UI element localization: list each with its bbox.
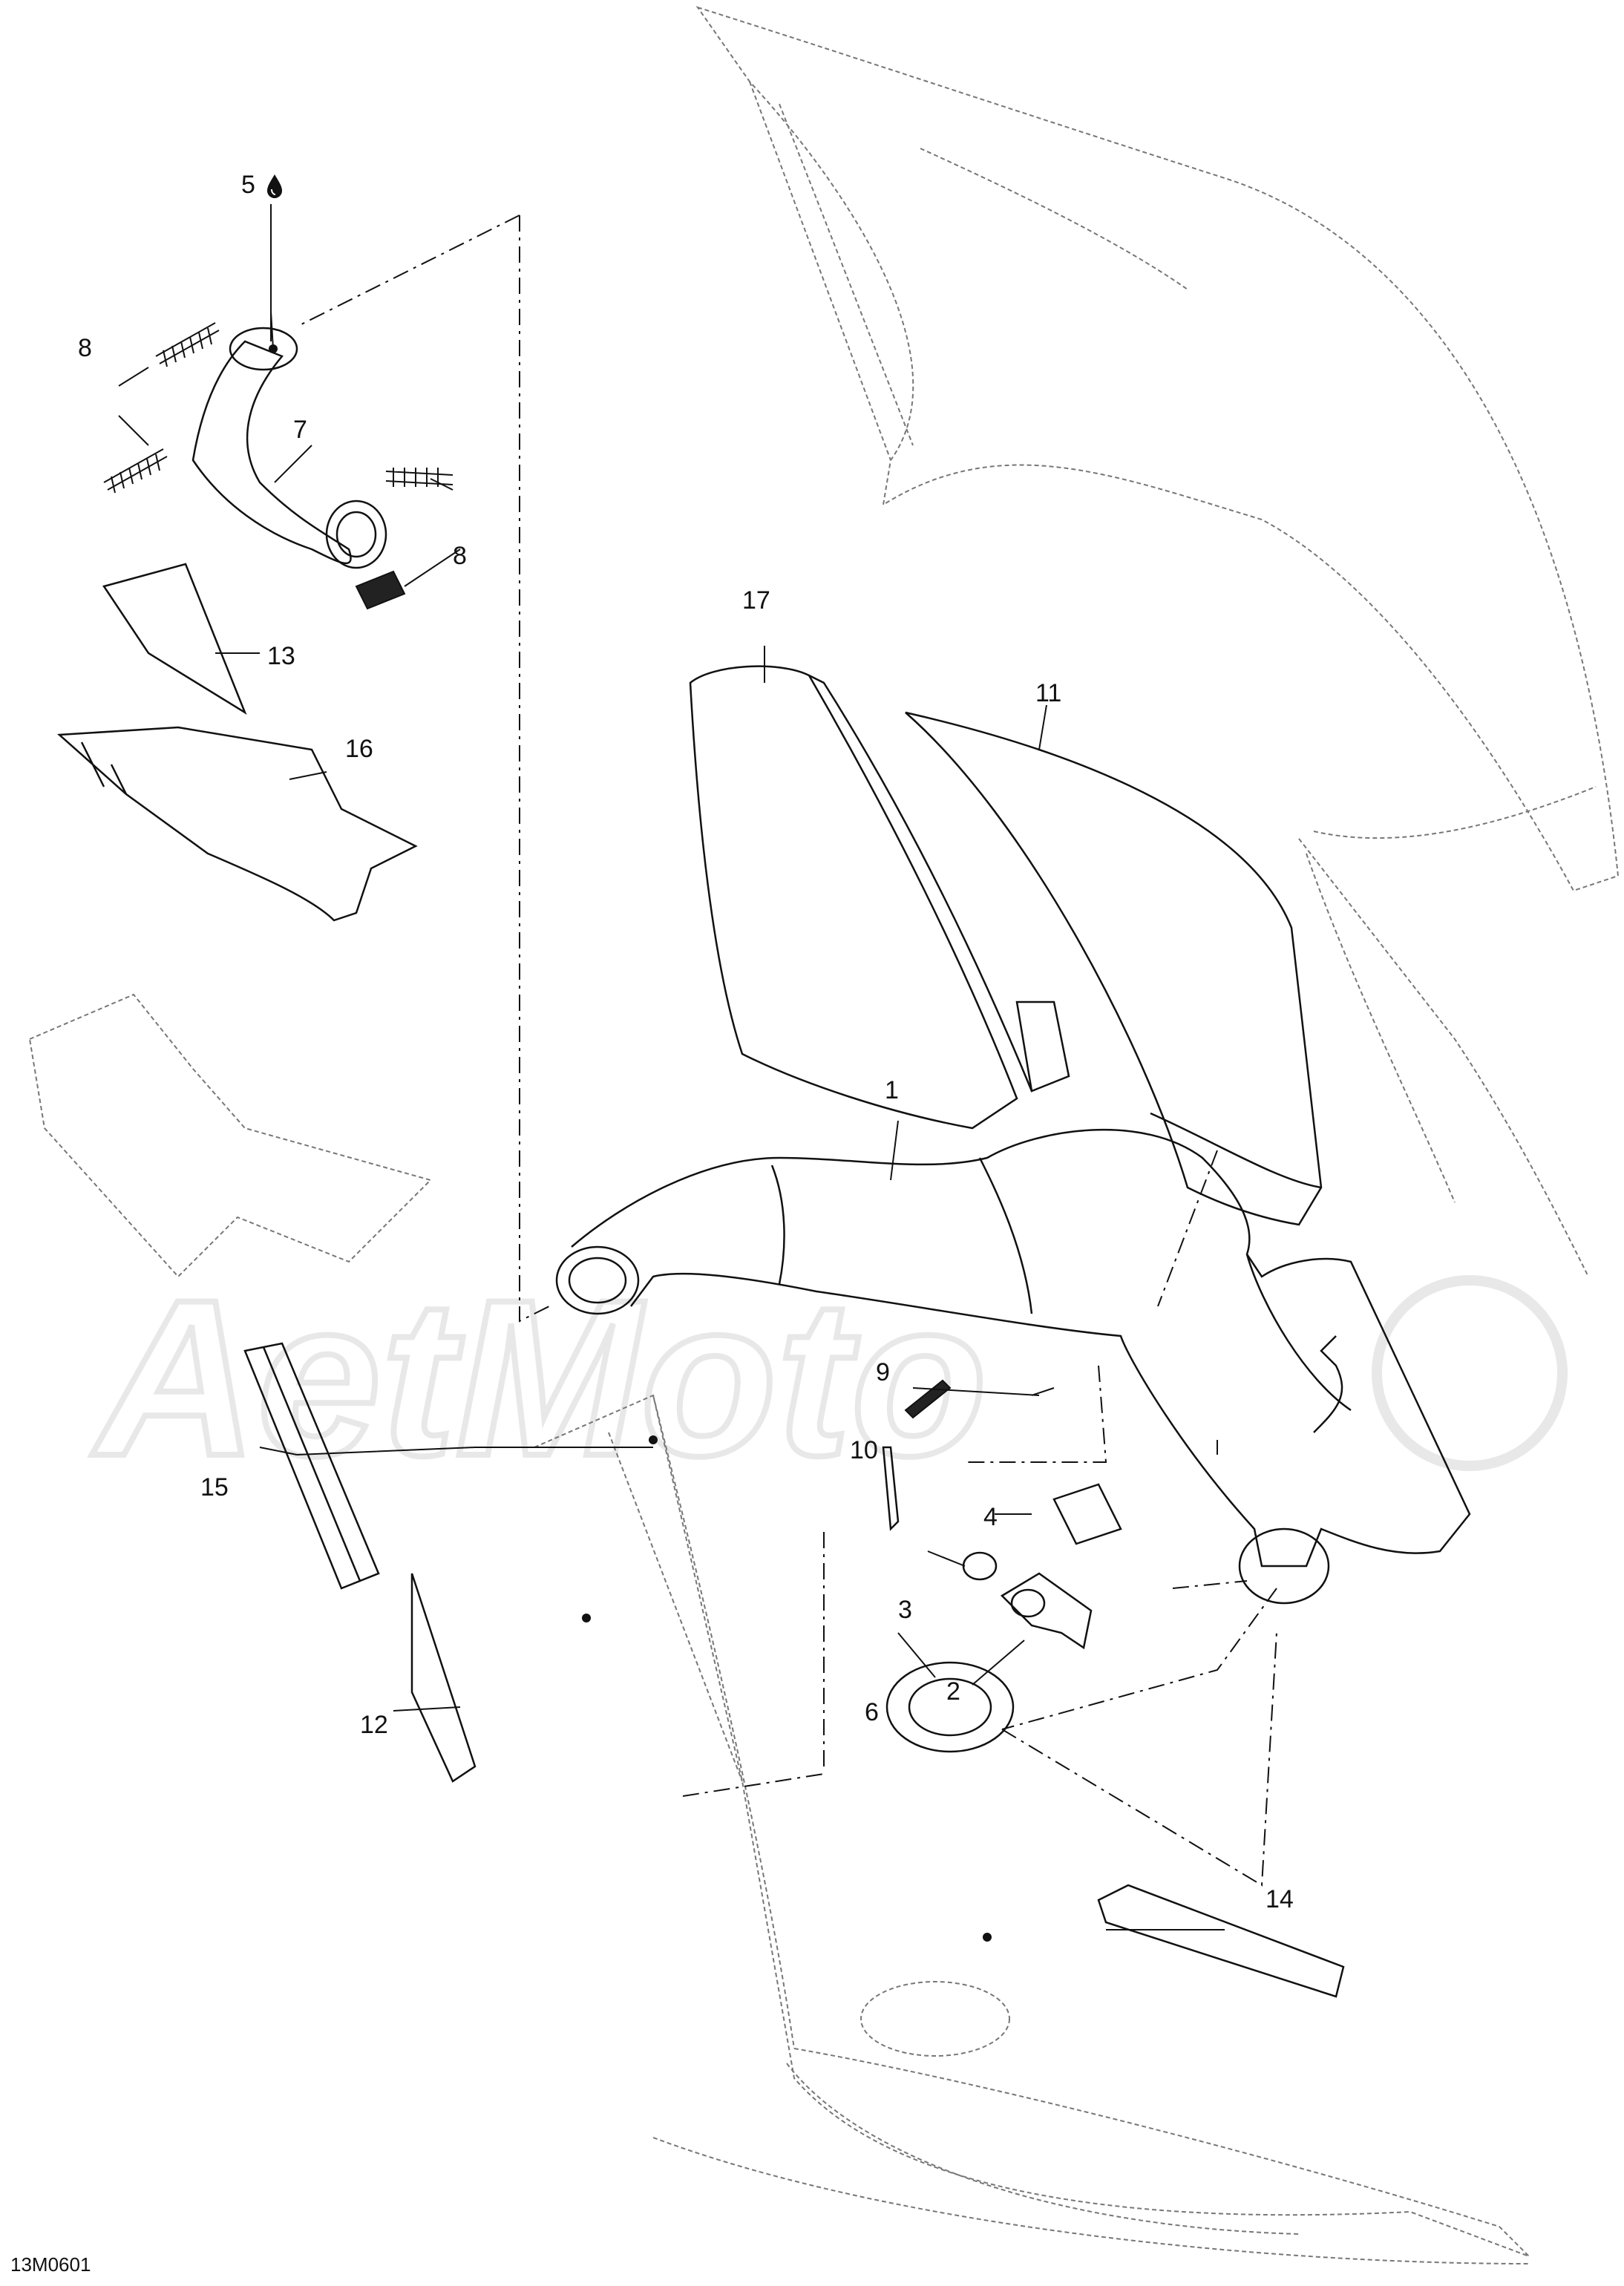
callout-4[interactable]: 4 xyxy=(983,1503,998,1531)
heat-shield-11[interactable] xyxy=(905,711,1323,1226)
callout-15[interactable]: 15 xyxy=(200,1473,229,1501)
callout-2[interactable]: 2 xyxy=(946,1677,960,1706)
callout-9[interactable]: 9 xyxy=(876,1358,890,1386)
oil-drop-icon xyxy=(267,174,282,198)
grommets-3[interactable] xyxy=(962,1551,1046,1618)
callout-dots xyxy=(269,344,992,1942)
callout-11[interactable]: 11 xyxy=(1035,679,1061,707)
plate-12[interactable] xyxy=(410,1573,477,1783)
callout-7[interactable]: 7 xyxy=(293,416,307,444)
tunnel-ghost xyxy=(28,993,1530,2264)
spring-8c[interactable] xyxy=(385,468,454,487)
callout-13[interactable]: 13 xyxy=(267,642,295,670)
grommet-8d[interactable] xyxy=(355,570,406,610)
callout-1[interactable]: 1 xyxy=(885,1076,899,1104)
grommet-6[interactable] xyxy=(885,1661,1015,1753)
watermark-text: AetMoto xyxy=(90,1253,987,1502)
bracket-10[interactable] xyxy=(882,1446,900,1531)
callout-10[interactable]: 10 xyxy=(850,1436,878,1464)
watermark-logo: AetMoto xyxy=(87,1250,1568,1505)
diagram-code: 13M0601 xyxy=(10,2253,91,2276)
muffler-1[interactable] xyxy=(555,1128,1471,1605)
trim-15[interactable] xyxy=(243,1342,380,1590)
heat-shield-17[interactable] xyxy=(689,665,1070,1130)
spring-8b[interactable] xyxy=(103,448,168,494)
callout-8b[interactable]: 8 xyxy=(453,542,467,570)
bracket-2[interactable] xyxy=(1000,1572,1093,1650)
callout-14[interactable]: 14 xyxy=(1266,1885,1294,1913)
insulator-16[interactable] xyxy=(56,726,418,922)
deflector-13[interactable] xyxy=(102,563,247,715)
callout-6[interactable]: 6 xyxy=(865,1698,879,1726)
trim-14[interactable] xyxy=(1097,1884,1345,1998)
callout-5[interactable]: 5 xyxy=(241,171,255,199)
exhaust-pipe-7[interactable] xyxy=(191,327,387,569)
callout-3[interactable]: 3 xyxy=(898,1596,912,1624)
leader-lines xyxy=(118,204,1225,1930)
spring-8a[interactable] xyxy=(155,322,220,367)
hood-ghost xyxy=(695,6,1620,1277)
callout-8a[interactable]: 8 xyxy=(78,334,92,362)
callout-16[interactable]: 16 xyxy=(345,735,373,763)
callout-12[interactable]: 12 xyxy=(360,1711,388,1739)
alignment-lines xyxy=(296,214,1277,1887)
callout-17[interactable]: 17 xyxy=(742,586,770,615)
rubber-mount-4[interactable] xyxy=(1052,1483,1122,1545)
callout-labels: 1 2 3 4 5 6 7 8 8 9 10 11 12 13 14 15 16… xyxy=(78,171,1294,1913)
